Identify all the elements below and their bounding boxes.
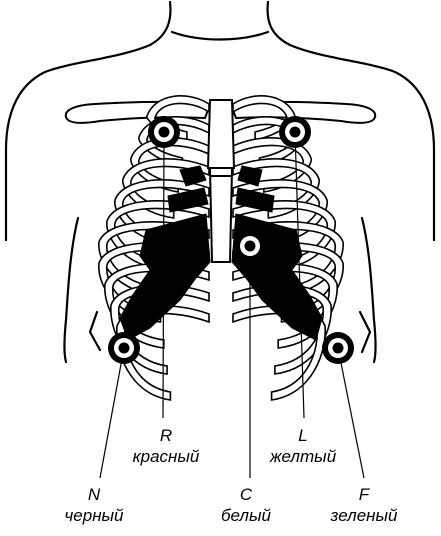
sternum [208, 100, 234, 262]
label-r-letter: R [160, 426, 172, 445]
label-n-color: черный [64, 506, 124, 525]
label-c-letter: C [240, 485, 253, 504]
label-r-color: красный [133, 447, 200, 466]
right-side-tick [360, 312, 370, 352]
cartilage-left-lower [120, 214, 210, 340]
label-f-color: зеленый [330, 506, 399, 525]
electrode-f [322, 332, 354, 364]
electrode-labels: R красный L желтый N черный C белый F зе… [64, 426, 398, 525]
right-arm-inner-line [362, 218, 376, 362]
leader-line-n [100, 348, 124, 478]
label-n-letter: N [88, 485, 101, 504]
label-l-letter: L [298, 426, 307, 445]
leader-line-f [338, 348, 364, 478]
label-l-color: желтый [269, 447, 337, 466]
electrode-n [108, 332, 140, 364]
sternum-body [210, 168, 232, 262]
electrode-r [148, 116, 180, 148]
cartilage-right-upper [238, 166, 262, 186]
electrode-c [234, 230, 266, 262]
neck-base-line [172, 32, 268, 40]
label-c-color: белый [221, 506, 272, 525]
manubrium [208, 100, 234, 168]
left-side-tick [90, 312, 100, 350]
electrode-l [279, 116, 311, 148]
left-arm-inner-line [65, 218, 79, 362]
label-f-letter: F [359, 485, 371, 504]
leader-line-r [163, 132, 164, 418]
